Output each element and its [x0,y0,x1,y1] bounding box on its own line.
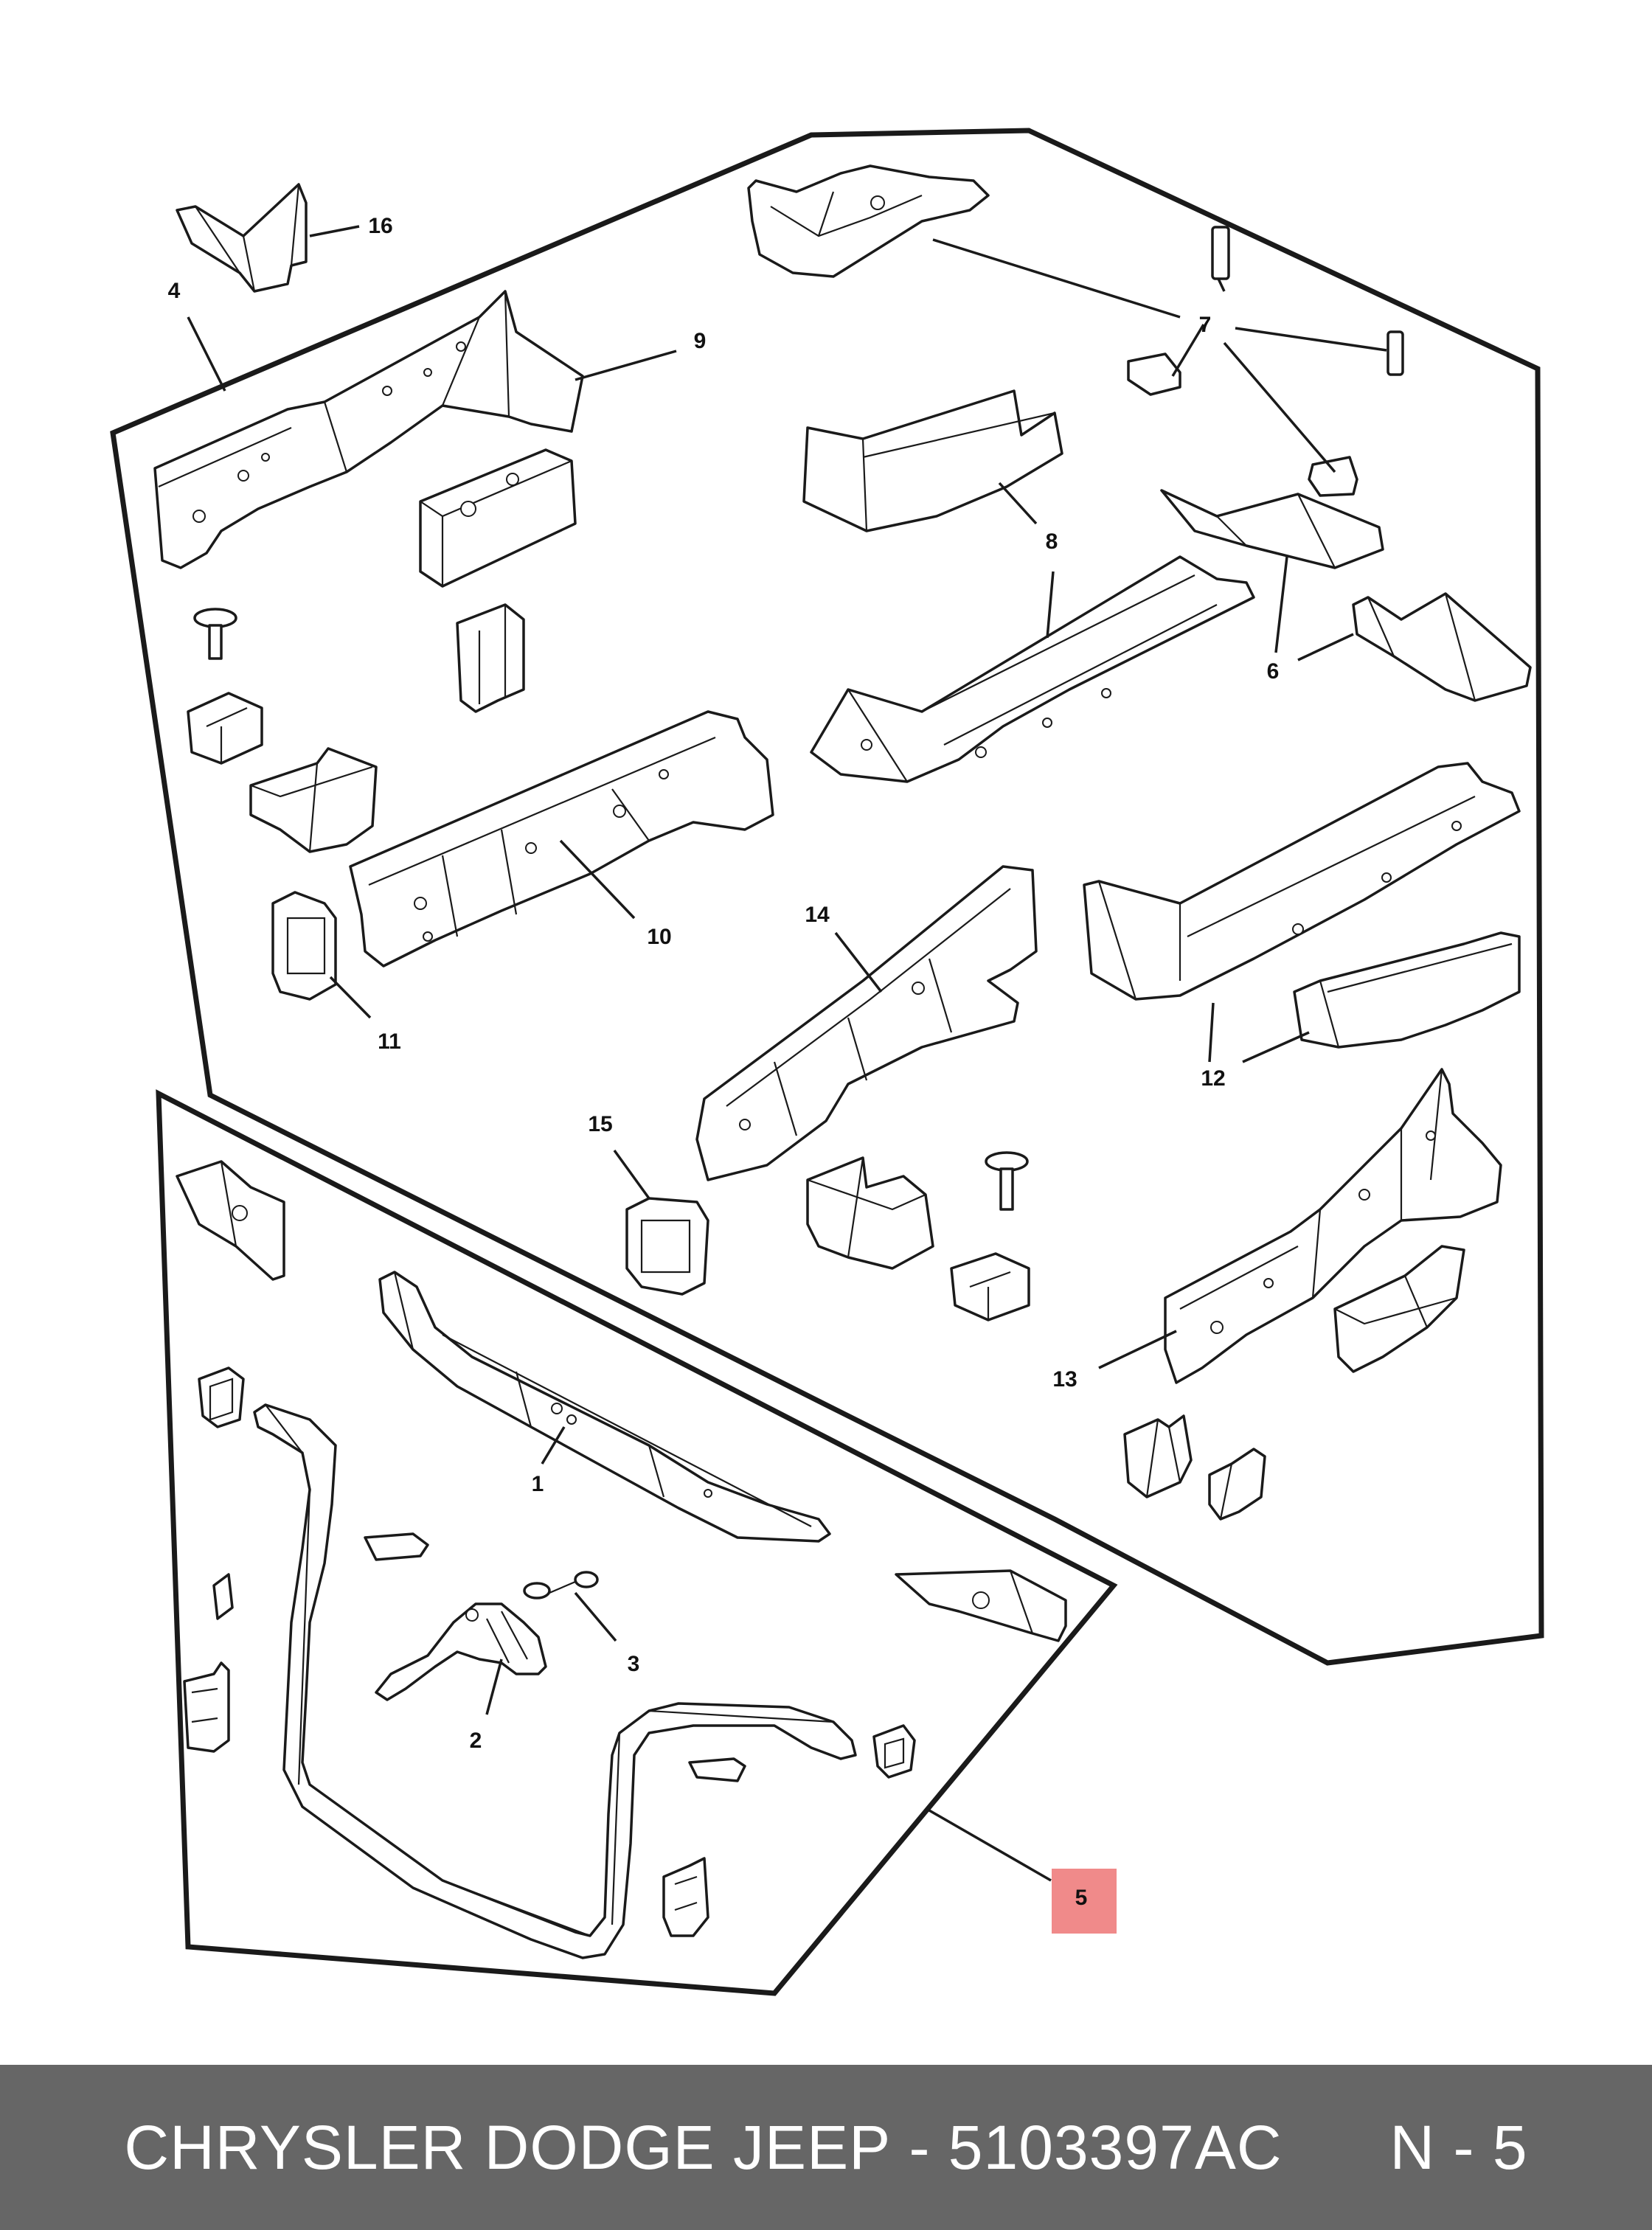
bracket-lower-a [1123,1414,1193,1498]
bracket-part-15 [625,1197,709,1296]
bracket-right-13 [1333,1245,1465,1373]
clip-part-7-b [1127,352,1181,396]
leader-lines [187,225,1387,1882]
bracket-part-7-top [747,164,990,278]
bracket-lower-group-top [176,1160,285,1281]
box-bracket [419,448,577,588]
highlight-marker [1052,1869,1117,1934]
rail-extension-part-12 [1293,931,1521,1049]
bracket-small-d [183,1661,230,1753]
callout-1: 1 [532,1472,544,1496]
bracket-small-b [364,1532,429,1561]
crossmember-part-1 [378,1271,831,1543]
callout-13: 13 [1052,1367,1077,1392]
callout-10: 10 [647,925,671,949]
footer-gap-3 [1283,2112,1390,2184]
callout-9: 9 [694,329,707,353]
callout-12: 12 [1201,1066,1225,1091]
parts-diagram: 16 4 9 7 8 6 10 14 11 12 15 13 1 3 2 5 [110,128,1544,1996]
crossmember-part-14 [695,865,1038,1181]
sill-part-8 [810,555,1255,783]
bolt-part-7-a [1211,226,1230,280]
callout-2: 2 [470,1729,482,1753]
footer-gap-2 [930,2112,948,2184]
callout-14: 14 [805,903,830,927]
bracket-part-6-upper [1160,489,1384,569]
clip-bracket-center [950,1252,1030,1321]
callout-11: 11 [378,1029,401,1054]
callout-6: 6 [1267,659,1280,684]
clip-part-3 [523,1571,599,1599]
footer-separator: - [909,2112,931,2182]
bracket-lower-b [1208,1448,1266,1521]
mount-bracket [249,747,378,853]
frame-rail-part-9 [153,290,584,569]
bolt-part-7-c [1386,330,1404,376]
bracket-small-a [198,1366,245,1428]
callout-16: 16 [368,214,392,238]
footer-gap-1 [891,2112,909,2184]
bracket-part-6-lower [1352,592,1532,702]
frame-assembly-part-5 [253,1403,857,1959]
upper-group-outline [110,128,1544,1666]
bracket-small-e [872,1724,916,1779]
crossmember-part-10 [349,710,774,968]
footer-position: N - 5 [1389,2112,1528,2182]
footer-brand: CHRYSLER DODGE JEEP [124,2112,892,2182]
callout-7: 7 [1199,313,1212,337]
clip-bracket-left [187,692,263,765]
callout-15: 15 [588,1112,612,1136]
callout-3: 3 [628,1652,640,1676]
callout-4: 4 [168,279,181,303]
bolt-left [193,608,237,660]
bracket-small-c [212,1573,234,1620]
rail-part-12 [1083,762,1521,1001]
bracket-small-f [688,1757,746,1782]
footer-part-number: 5103397AC [948,2112,1283,2182]
bracket-lower-right [895,1569,1067,1642]
vertical-bracket [456,603,525,713]
clip-part-7-d [1308,456,1358,497]
frame-rail-part-13 [1164,1068,1502,1384]
bracket-part-11 [271,891,337,1001]
callout-8: 8 [1046,529,1058,554]
bolt-center [985,1151,1029,1211]
lower-group-outline [156,1089,1118,1996]
callout-5: 5 [1075,1886,1088,1910]
latch-part-2 [375,1602,547,1701]
footer-bar: CHRYSLER DODGE JEEP - 5103397AC N - 5 [0,2065,1652,2230]
mount-bracket-center [806,1156,934,1270]
floor-channel-part-8 [802,389,1063,532]
bracket-small-g [662,1857,709,1937]
bracket-part-16 [176,183,308,293]
